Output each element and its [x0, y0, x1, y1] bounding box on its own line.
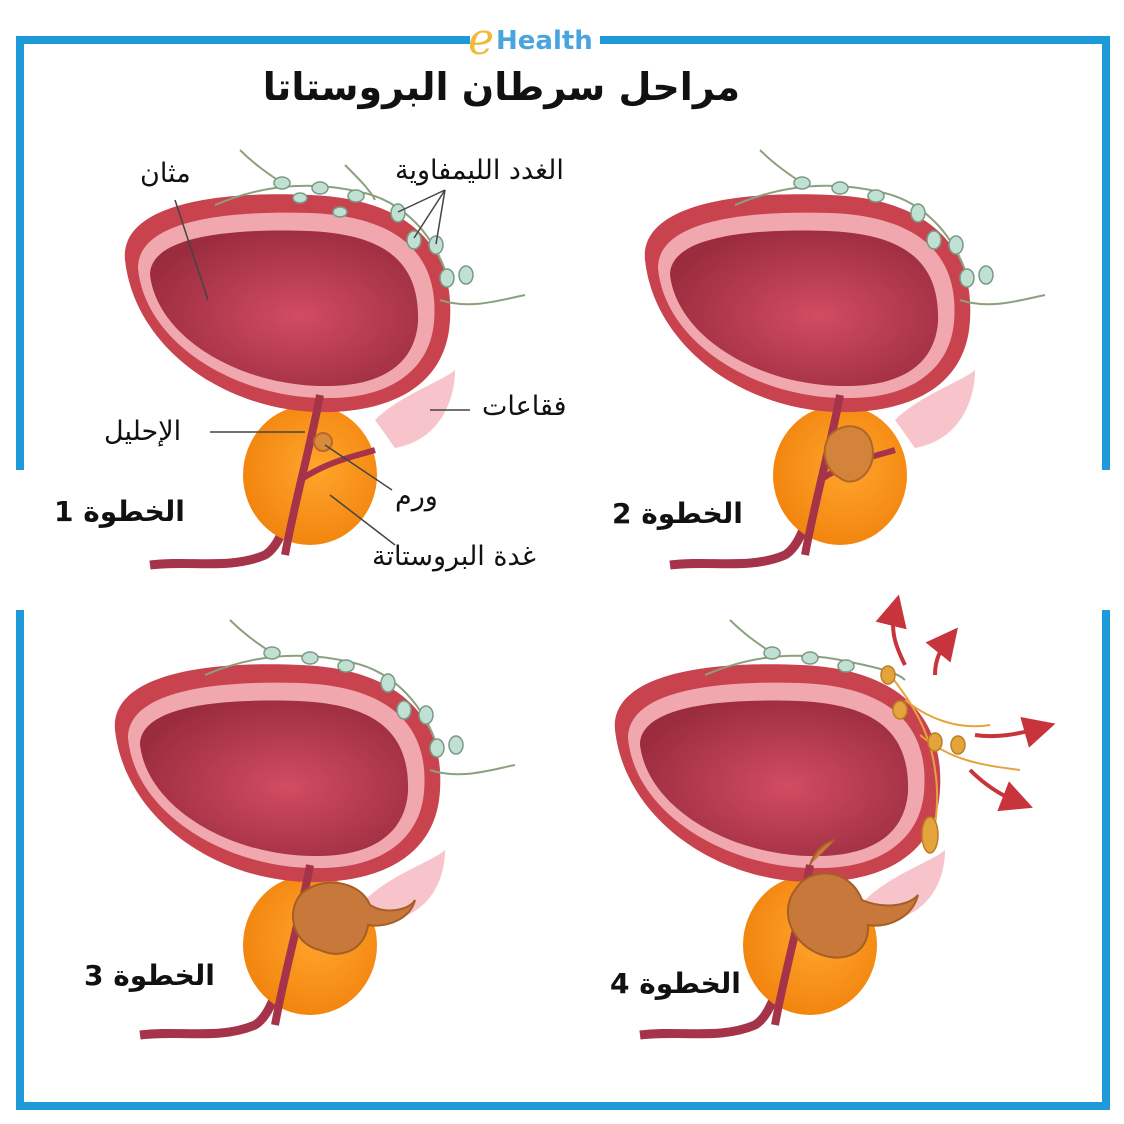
bladder-inner	[150, 230, 419, 387]
stage-2-illustration	[644, 149, 1046, 570]
spread-lymph-nodes	[880, 665, 966, 854]
tumor-medium	[823, 425, 874, 483]
ejaculatory-duct	[298, 447, 376, 483]
urethra-inner	[281, 394, 324, 556]
tumor-spread	[786, 872, 919, 959]
frame-border	[16, 36, 1110, 1110]
metastasis-arrows	[875, 594, 1056, 812]
stage-1-illustration	[124, 149, 526, 570]
frame-gap	[12, 470, 1112, 610]
stage-4-illustration	[614, 594, 1056, 1040]
seminal-vesicle	[375, 370, 455, 448]
stage-3-illustration	[114, 619, 516, 1040]
leader-lines	[174, 189, 470, 546]
tumor-large	[291, 881, 416, 955]
